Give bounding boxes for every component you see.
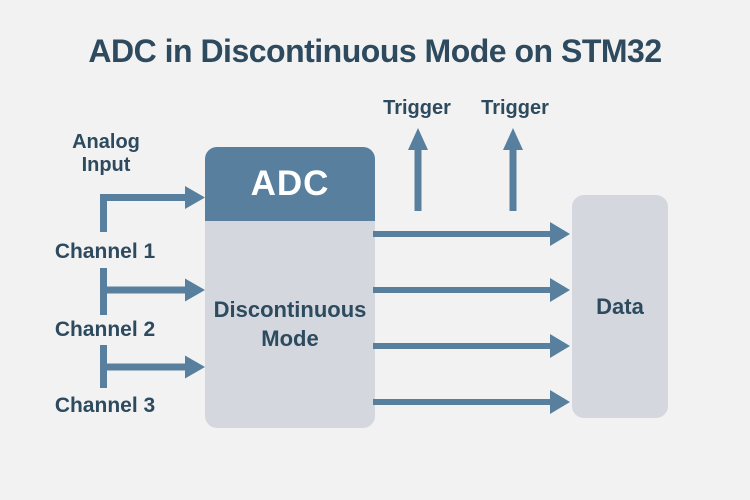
- arrowhead-right-icon: [550, 222, 570, 246]
- output-arrow-1: [373, 222, 570, 246]
- channel-1-label: Channel 1: [54, 240, 156, 263]
- adc-block-header: ADC: [205, 147, 375, 221]
- adc-block-body: Discontinuous Mode: [213, 296, 367, 351]
- arrowhead-right-icon: [185, 355, 205, 379]
- adc-block: ADC Discontinuous Mode: [205, 147, 375, 428]
- arrowhead-right-icon: [185, 278, 205, 302]
- channel-2-label: Channel 2: [54, 318, 156, 341]
- analog-input-label: Analog Input: [72, 131, 140, 176]
- arrowhead-right-icon: [550, 278, 570, 302]
- trigger-1-arrow: [408, 128, 428, 211]
- output-arrow-3: [373, 334, 570, 358]
- trigger-1-label: Trigger: [383, 97, 451, 119]
- output-arrow-4: [373, 390, 570, 414]
- channel-3-label: Channel 3: [54, 394, 156, 417]
- channel-3-arrow: [100, 345, 205, 388]
- trigger-2-arrow: [503, 128, 523, 211]
- channel-1-arrow: [100, 186, 205, 232]
- arrowhead-up-icon: [503, 128, 523, 150]
- trigger-2-label: Trigger: [481, 97, 549, 119]
- diagram-title: ADC in Discontinuous Mode on STM32: [88, 33, 662, 69]
- arrowhead-up-icon: [408, 128, 428, 150]
- output-arrow-2: [373, 278, 570, 302]
- data-block: Data: [572, 195, 668, 418]
- arrowhead-right-icon: [550, 334, 570, 358]
- channel-2-arrow: [100, 268, 205, 315]
- arrowhead-right-icon: [550, 390, 570, 414]
- arrowhead-right-icon: [185, 186, 205, 209]
